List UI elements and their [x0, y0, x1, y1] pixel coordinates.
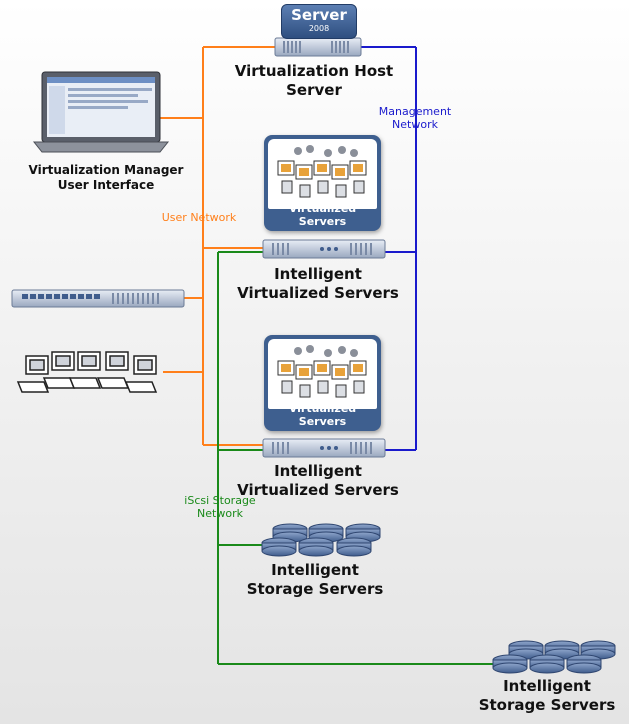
- user-network-lines: [158, 46, 275, 446]
- rack-server-icon: [274, 37, 362, 57]
- manager-ui-label: Virtualization Manager User Interface: [28, 163, 184, 192]
- intelligent-virtualized-label: Intelligent Virtualized Servers: [237, 265, 399, 302]
- virtual-servers-icon: [268, 339, 377, 409]
- rack-server-icon: [262, 239, 386, 259]
- network-switch-icon: [11, 289, 185, 308]
- storage-disks-icon: [492, 640, 616, 674]
- intelligent-virtualized-label: Intelligent Virtualized Servers: [237, 462, 399, 499]
- card-caption: Virtualized Servers: [288, 202, 357, 228]
- iscsi-network-label: iScsi Storage Network: [184, 494, 256, 520]
- workstations-icon: [16, 351, 158, 393]
- management-network-label: Management Network: [378, 105, 452, 131]
- intelligent-storage-label: Intelligent Storage Servers: [246, 561, 384, 598]
- management-network-lines: [361, 46, 417, 451]
- iscsi-network-lines: [217, 251, 493, 665]
- server-2008-badge: Server 2008: [281, 4, 357, 39]
- badge-subtitle: 2008: [308, 24, 330, 33]
- virtualized-servers-card: Virtualized Servers: [264, 135, 381, 231]
- intelligent-storage-label: Intelligent Storage Servers: [478, 677, 616, 714]
- card-caption: Virtualized Servers: [288, 402, 357, 428]
- storage-disks-icon: [261, 523, 381, 557]
- rack-server-icon: [262, 438, 386, 458]
- badge-title: Server: [291, 6, 347, 24]
- host-server-label: Virtualization Host Server: [234, 62, 394, 99]
- user-network-label: User Network: [161, 211, 237, 224]
- virtualized-servers-card: Virtualized Servers: [264, 335, 381, 431]
- virtual-servers-icon: [268, 139, 377, 209]
- laptop-icon: [32, 71, 170, 153]
